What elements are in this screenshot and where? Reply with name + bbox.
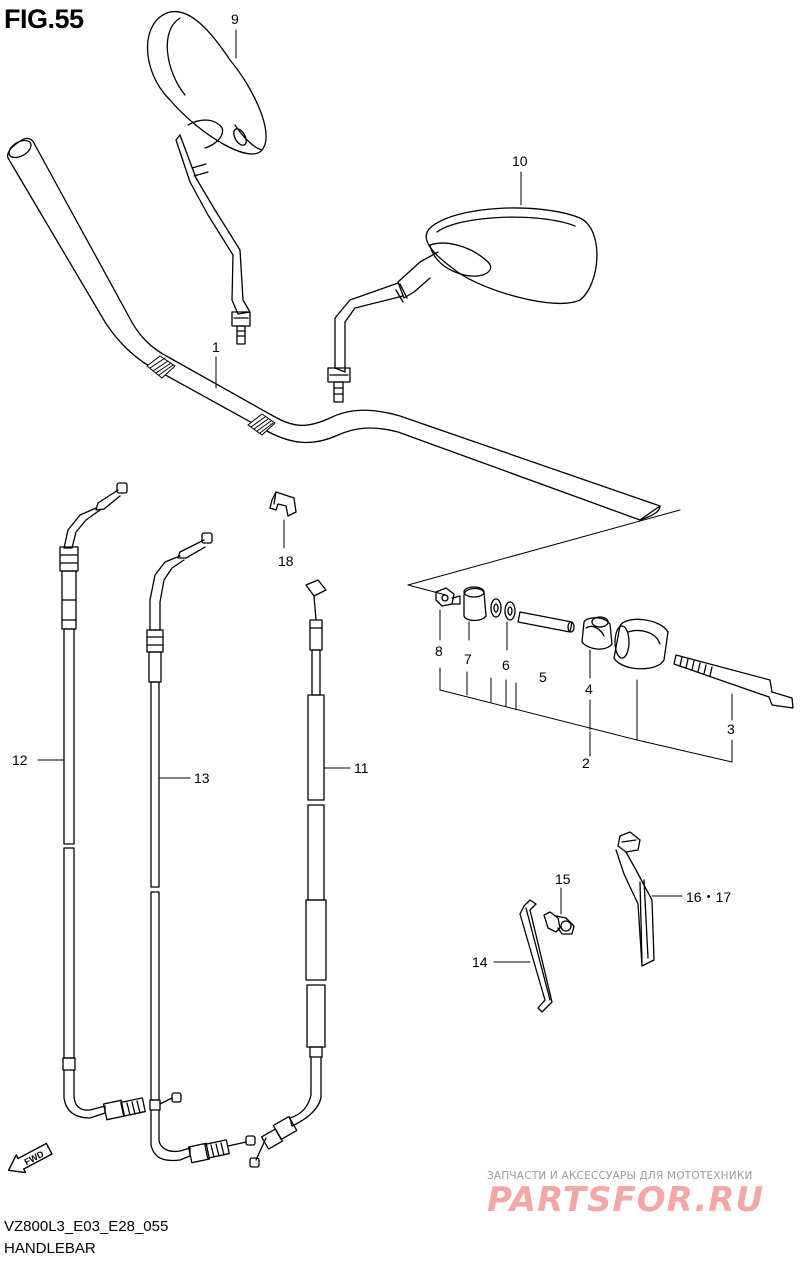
callout-16-17: 16・17 <box>686 889 731 905</box>
cable-12-part <box>59 482 146 1121</box>
watermark-brand: PARTSFOR.RU <box>487 1180 765 1220</box>
callout-9: 9 <box>231 11 239 27</box>
handlebar-part <box>6 137 661 521</box>
mirror-right-part <box>327 207 598 403</box>
clip-18-part <box>269 491 297 517</box>
callout-3: 3 <box>727 721 735 737</box>
clamp-14-part <box>519 899 553 1013</box>
callout-11: 11 <box>354 760 369 776</box>
cable-tie-part <box>615 831 655 967</box>
callout-6: 6 <box>502 657 510 673</box>
cable-13-part <box>146 532 256 1164</box>
diagram-title: HANDLEBAR <box>4 1240 96 1257</box>
callout-8: 8 <box>435 643 443 659</box>
callout-4: 4 <box>585 681 593 697</box>
diagram-code: VZ800L3_E03_E28_055 <box>4 1218 169 1235</box>
callout-18: 18 <box>278 553 294 569</box>
callout-14: 14 <box>472 954 488 970</box>
callout-7: 7 <box>464 651 472 667</box>
callout-12: 12 <box>12 752 28 768</box>
mirror-left-part <box>146 10 267 345</box>
balancer-assembly-part <box>407 509 794 763</box>
callout-2: 2 <box>582 755 590 771</box>
bolt-15-part <box>543 911 575 935</box>
callout-labels: 9 10 1 18 8 7 6 5 4 3 2 12 13 11 15 16・1… <box>12 11 735 970</box>
watermark-tagline: ЗАПЧАСТИ И АКСЕССУАРЫ ДЛЯ МОТОТЕХНИКИ <box>487 1170 753 1182</box>
callout-1: 1 <box>212 339 220 355</box>
callout-13: 13 <box>194 770 210 786</box>
callout-5: 5 <box>539 669 547 685</box>
callout-15: 15 <box>555 871 571 887</box>
leader-lines <box>37 29 733 963</box>
fwd-arrow-icon: FWD <box>7 1142 53 1174</box>
cable-11-part <box>249 579 327 1168</box>
callout-10: 10 <box>512 153 528 169</box>
figure-title: FIG.55 <box>4 4 84 34</box>
